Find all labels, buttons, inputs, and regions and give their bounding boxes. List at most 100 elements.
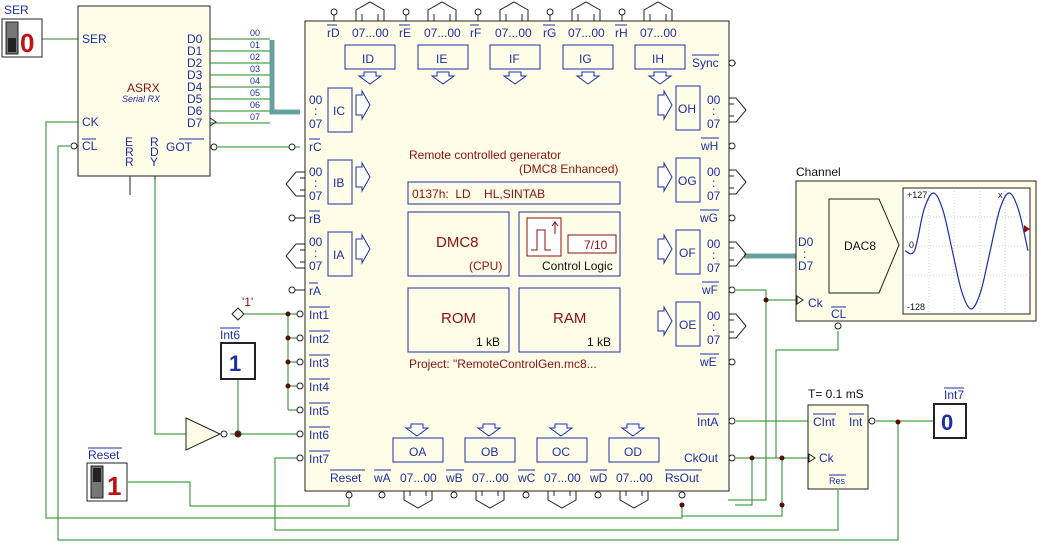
dac-shape [828,198,900,294]
wire-layer [42,38,934,541]
asrx-d7: D7 [187,116,203,130]
og-bit-lo: 07 [707,189,721,203]
const-one: '1' [231,295,253,321]
int6-pin: Int6 [309,428,329,442]
bus-tap-04: 04 [250,76,260,86]
port-top-name-ih: IH [652,52,664,66]
const-one-label: '1' [242,295,253,309]
asrx-bus-taps: 00 01 02 03 04 05 06 07 [210,28,270,124]
port-bottom-name-oa: OA [409,445,426,459]
timer-title: T= 0.1 mS [808,387,864,401]
asrx-name: ASRX [127,81,160,95]
bus-tap-02: 02 [250,52,260,62]
oh-bit-lo: 07 [707,117,721,131]
port-top-strobe-rg: rG [543,26,556,40]
og-bit-hi: 00 [707,165,721,179]
cpu-block: rD 07...00 ID rE 07...00 IE rF 07...00 I… [285,1,747,509]
int5-pin: Int5 [309,404,329,418]
bottom-ports: OA wA 07...00 OB wB 07...00 OC wC 07...0… [330,423,702,509]
int7-pin: Int7 [309,452,329,466]
rom-label: ROM [441,310,476,327]
control-logic-label: Control Logic [542,259,613,273]
asrx-d6: D6 [187,104,203,118]
timer-cint-pin: CInt [813,415,836,429]
timer-int-pin: Int [849,415,863,429]
bus-tap-03: 03 [250,64,260,74]
ic-bit-lo: 07 [309,117,323,131]
ram-size: 1 kB [587,335,611,349]
top-ports: rD 07...00 ID rE 07...00 IE rF 07...00 I… [327,1,686,85]
asrx-d5: D5 [187,92,203,106]
ckout-pin: CkOut [684,451,719,465]
ser-switch[interactable]: SER 0 [1,3,43,58]
channel-ck: Ck [808,296,824,310]
rsout-pin: RsOut [665,471,700,485]
port-top-name-if: IF [509,52,520,66]
port-left-name-ib: IB [333,176,344,190]
scope-zero: 0 [909,240,914,250]
port-bottom-range-ob: 07...00 [472,471,509,485]
oe-bit-lo: 07 [707,333,721,347]
port-bottom-range-oa: 07...00 [400,471,437,485]
int2-pin: Int2 [309,332,329,346]
oe-bit-hi: 00 [707,309,721,323]
sync-pin: Sync [692,56,719,70]
ser-value: 0 [20,28,34,58]
asrx-d2: D2 [187,56,203,70]
int7-label: Int7 [944,388,964,402]
int1-pin: Int1 [309,308,329,322]
asrx-subtitle: Serial RX [122,94,161,104]
bus-tap-06: 06 [250,100,260,110]
channel-d7: D7 [798,259,814,273]
port-bottom-name-oc: OC [552,445,570,459]
svg-text::: : [314,246,317,260]
dmc8-label: DMC8 [436,234,479,251]
svg-text::: : [712,176,715,190]
int4-pin: Int4 [309,380,329,394]
port-right-name-oh: OH [678,102,696,116]
int6-switch[interactable]: Int6 1 [220,327,256,380]
port-right-strobe-wg: wG [699,211,718,225]
dac-label: DAC8 [844,239,876,253]
asrx-d3: D3 [187,68,203,82]
port-right-name-of: OF [679,246,696,260]
scope-screen [902,187,1031,315]
int6-value: 1 [229,351,241,376]
of-bit-hi: 00 [707,237,721,251]
asrx-cl-pin: CL [82,139,98,153]
port-bottom-range-oc: 07...00 [544,471,581,485]
int7-indicator[interactable]: Int7 0 [933,387,967,439]
channel-title: Channel [796,165,841,179]
timer-block: T= 0.1 mS CInt Int Ck Res [807,387,876,490]
ia-bit-lo: 07 [309,259,323,273]
port-left-name-ic: IC [333,104,345,118]
control-value: 7/10 [584,238,608,252]
port-left-strobe-rc: rC [309,140,322,154]
ser-label: SER [4,3,29,17]
port-bottom-strobe-wd: wD [589,471,608,485]
ib-bit-lo: 07 [309,189,323,203]
port-bottom-strobe-wc: wC [517,471,536,485]
port-right-strobe-wh: wH [700,139,718,153]
generator-title: Remote controlled generator [409,148,561,162]
svg-text::: : [712,104,715,118]
port-top-range-ie: 07...00 [424,26,461,40]
reset-switch[interactable]: Reset 1 [86,447,128,502]
svg-text::: : [803,247,806,261]
port-top-strobe-rf: rF [470,26,481,40]
right-ports: OH 00 : 07 wH OG 00 : 07 wG OF 00 : 07 w… [657,85,747,369]
asrx-got-pin: GOT [166,140,193,154]
left-ports: 00 : 07 IC rC 00 : 07 IB rB 00 : 07 IA r… [285,87,371,298]
scope-max: +127 [907,190,927,200]
rom-size: 1 kB [476,335,500,349]
int3-pin: Int3 [309,356,329,370]
port-top-range-id: 07...00 [352,26,389,40]
int6-label: Int6 [220,328,240,342]
scope-trace [904,192,1029,310]
ia-bit-hi: 00 [309,235,323,249]
interrupt-pins: Int1 Int2 Int3 Int4 Int5 Int6 Int7 [296,306,330,466]
timer-ck-pin: Ck [819,451,835,465]
svg-text::: : [712,248,715,262]
